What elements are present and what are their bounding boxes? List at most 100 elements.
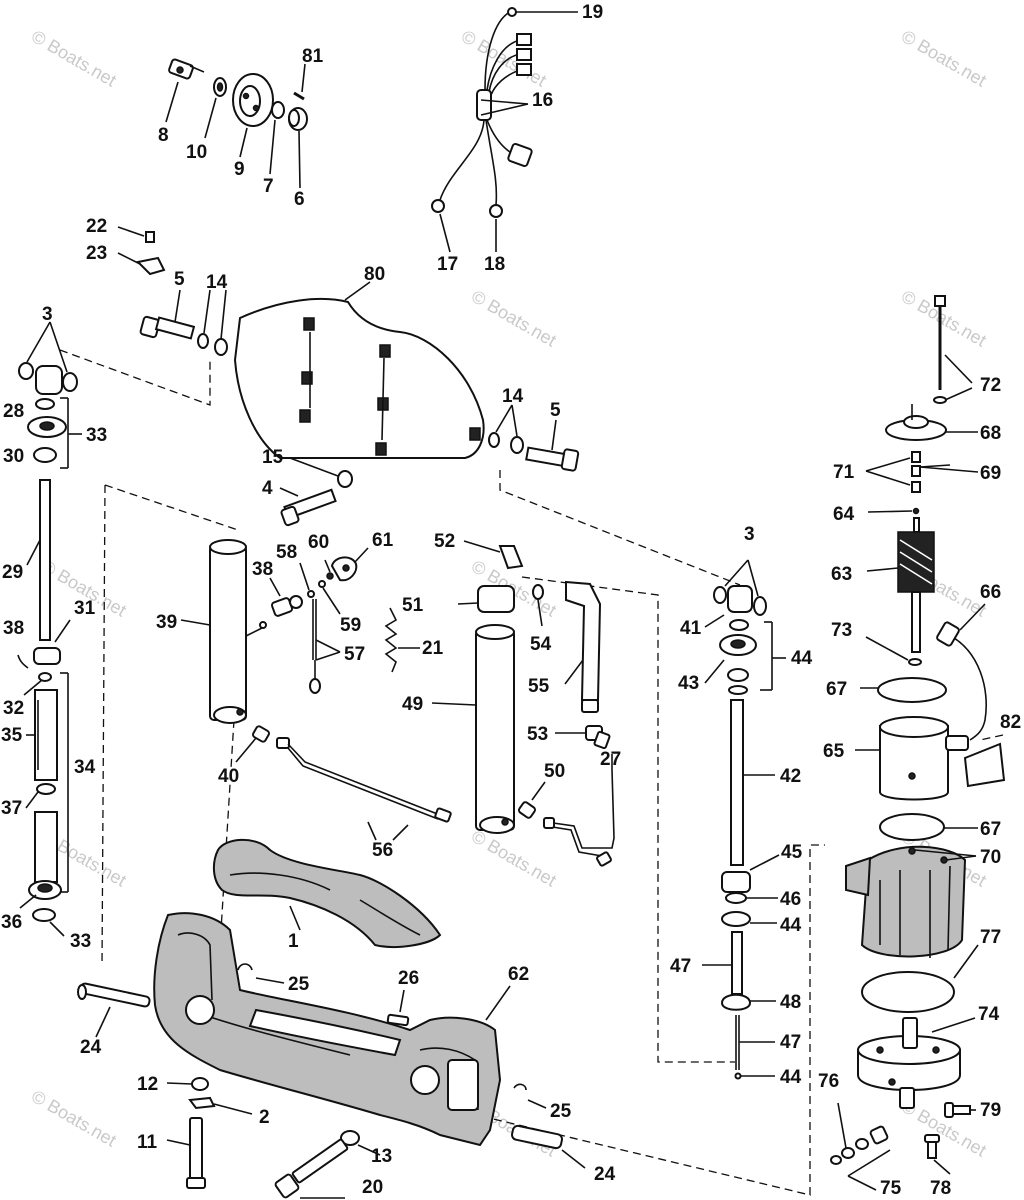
screw-part-26 [386, 1013, 410, 1027]
callout-64: 64 [833, 504, 855, 525]
callout-44: 44 [780, 915, 802, 936]
bushing-part-28 [35, 365, 63, 395]
trim-cylinder-left-group [17, 321, 82, 937]
callout-36: 36 [1, 912, 22, 933]
callout-43: 43 [678, 673, 699, 694]
callout-9: 9 [234, 159, 245, 180]
callout-54: 54 [530, 634, 552, 655]
callout-19: 19 [582, 2, 603, 23]
lower-fasteners-group [77, 963, 586, 1199]
clip-part-25 [237, 963, 253, 971]
nut-part-10 [213, 77, 227, 97]
callout-70: 70 [980, 847, 1001, 868]
washer-part-14 [214, 338, 228, 356]
callout-3: 3 [744, 524, 755, 545]
connector-terminal [516, 63, 532, 76]
switch-housing-part-9 [232, 73, 274, 127]
callout-76: 76 [818, 1071, 839, 1092]
callout-61: 61 [372, 530, 394, 551]
bushing-part-41 [727, 585, 753, 613]
callout-80: 80 [364, 264, 385, 285]
callout-67: 67 [826, 679, 847, 700]
hydraulic-line-part-56 [276, 737, 452, 841]
callout-14: 14 [206, 272, 228, 293]
callout-34: 34 [74, 757, 96, 778]
callout-26: 26 [398, 968, 419, 989]
callout-33: 33 [86, 425, 107, 446]
callout-69: 69 [980, 463, 1001, 484]
callout-63: 63 [831, 564, 852, 585]
callout-14: 14 [502, 386, 524, 407]
motor-housing-part-65 [879, 725, 949, 801]
valve-part-47 [731, 931, 743, 995]
oring-part-67 [879, 813, 945, 841]
fitting-part-50 [518, 801, 536, 819]
callout-7: 7 [263, 176, 274, 197]
nut-part-2 [188, 1096, 216, 1110]
oring-part-67 [877, 677, 947, 703]
washer-part-13 [340, 1130, 360, 1146]
callout-1: 1 [288, 931, 299, 952]
callout-53: 53 [527, 724, 548, 745]
spring-part-21 [384, 607, 398, 673]
tilt-cylinder-right-group [702, 559, 786, 1080]
hose-part-55 [565, 580, 602, 701]
nut-part-7 [271, 101, 285, 119]
nut-part-3 [18, 362, 34, 380]
callout-75: 75 [880, 1178, 902, 1199]
bracket-bolt-group [117, 226, 228, 356]
callout-24: 24 [594, 1164, 616, 1185]
callout-51: 51 [402, 595, 424, 616]
ring-terminal [489, 204, 503, 218]
callout-2: 2 [259, 1107, 270, 1128]
callout-33: 33 [70, 931, 91, 952]
pivot-bolt-group [279, 457, 353, 527]
pin-part-24 [79, 982, 151, 1008]
callout-12: 12 [137, 1074, 158, 1095]
callout-40: 40 [218, 766, 239, 787]
washer-part-64 [912, 507, 920, 515]
callout-60: 60 [308, 532, 329, 553]
cylinder-part-39 [209, 544, 247, 721]
motor-wire-part-66 [946, 633, 987, 741]
callout-37: 37 [1, 798, 22, 819]
fitting-part-40 [252, 725, 270, 743]
harness-sleeve [476, 89, 492, 121]
connector-terminal [516, 33, 532, 46]
sleeve-part-51 [477, 585, 515, 613]
callout-81: 81 [302, 46, 324, 67]
trim-motor-group [855, 295, 1006, 841]
callout-47: 47 [670, 956, 691, 977]
pin-part-24 [511, 1124, 563, 1150]
callout-56: 56 [372, 840, 393, 861]
callout-78: 78 [930, 1178, 951, 1199]
callout-13: 13 [371, 1146, 392, 1167]
toggle-switch-part-8 [168, 58, 205, 80]
callout-24: 24 [80, 1037, 102, 1058]
bracket-plate-part-80 [233, 281, 485, 459]
callout-72: 72 [980, 375, 1001, 396]
harness-plug [507, 142, 533, 168]
pin-part-81 [293, 91, 305, 101]
callout-5: 5 [174, 269, 185, 290]
callout-20: 20 [362, 1177, 383, 1198]
reservoir-part-70 [860, 845, 967, 958]
callout-23: 23 [86, 243, 107, 264]
callout-42: 42 [780, 766, 801, 787]
callout-35: 35 [1, 725, 23, 746]
hydraulic-line-part-27 [545, 769, 615, 849]
callout-74: 74 [978, 1004, 1000, 1025]
callout-18: 18 [484, 254, 505, 275]
callout-3: 3 [42, 304, 53, 325]
trim-cylinder-part-39-group [180, 539, 420, 763]
callout-6: 6 [294, 189, 305, 210]
callout-67: 67 [980, 819, 1001, 840]
clip-part-25 [513, 1083, 527, 1091]
callout-44: 44 [791, 648, 813, 669]
callout-11: 11 [137, 1132, 158, 1153]
callout-57: 57 [344, 644, 365, 665]
bolt-part-5 [525, 446, 580, 472]
washer-part-12 [191, 1077, 209, 1091]
